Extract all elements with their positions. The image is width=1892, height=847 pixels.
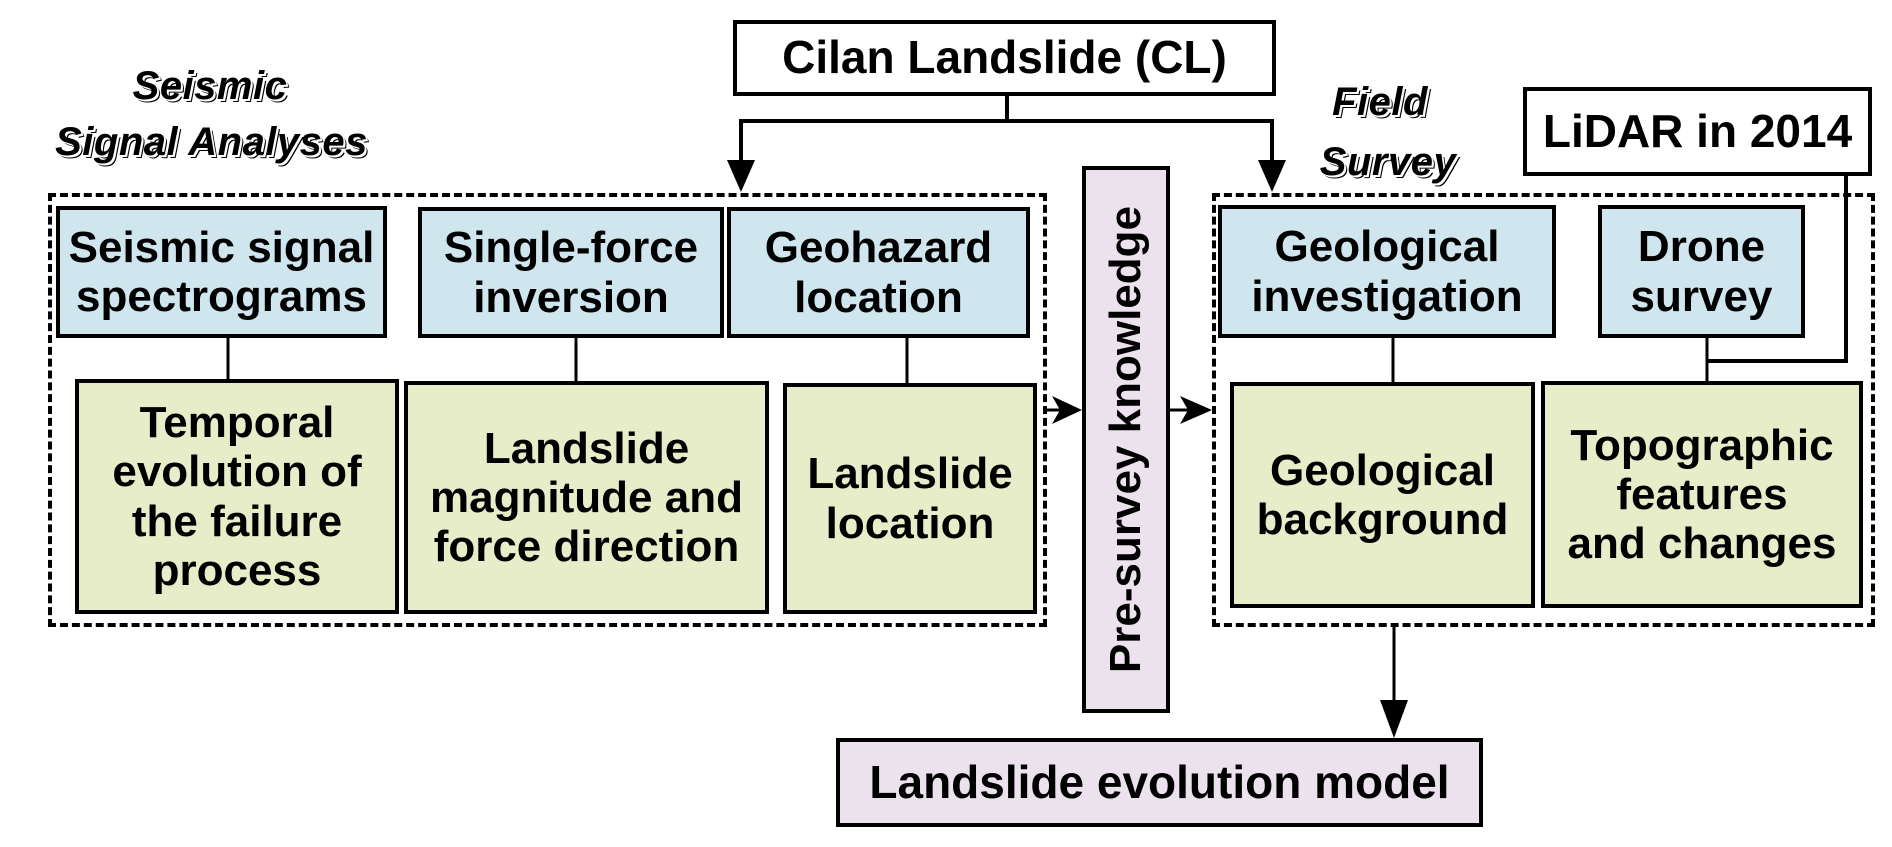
method-label: Drone survey [1630,222,1773,321]
pre-survey-knowledge-box: Pre-survey knowledge [1082,166,1170,713]
seismic-group-frame [48,193,1047,627]
result-label: Geological background [1256,445,1509,544]
cl-to-seismic-arrowhead [727,160,755,192]
result-box-geological-background: Geological background [1230,382,1535,608]
cl-to-field-arrowhead [1258,160,1286,192]
landslide-evolution-model-label: Landslide evolution model [869,755,1450,808]
result-label: Temporal evolution of the failure proces… [112,397,362,595]
landslide-evolution-model-box: Landslide evolution model [836,738,1483,827]
result-label: Topographic features and changes [1567,420,1837,569]
result-box-topographic-features: Topographic features and changes [1541,381,1863,608]
seismic-group-label-line1: Seismic [132,64,288,108]
result-box-landslide-location: Landslide location [783,383,1037,614]
cl-to-field-arrow [1007,119,1274,168]
knowledge-to-field-arrowhead [1180,396,1212,424]
pre-survey-knowledge-label: Pre-survey knowledge [1101,205,1151,674]
field-group-label-line2: Survey [1319,140,1457,184]
cilan-landslide-box: Cilan Landslide (CL) [733,20,1276,96]
result-box-magnitude-direction: Landslide magnitude and force direction [404,381,769,614]
method-box-geohazard: Geohazard location [727,207,1030,338]
method-box-inversion: Single-force inversion [418,207,724,338]
method-box-drone-survey: Drone survey [1598,205,1805,338]
method-box-spectrograms: Seismic signal spectrograms [56,206,387,338]
seismic-to-knowledge-arrowhead [1052,396,1082,424]
cilan-landslide-label: Cilan Landslide (CL) [782,31,1227,84]
method-label: Seismic signal spectrograms [68,222,375,321]
result-box-temporal-evolution: Temporal evolution of the failure proces… [75,379,399,614]
field-group-label-line1: Field [1332,80,1428,124]
lidar-box: LiDAR in 2014 [1523,87,1872,176]
method-box-geological-investigation: Geological investigation [1218,205,1556,338]
result-label: Landslide location [807,449,1013,548]
lidar-label: LiDAR in 2014 [1542,104,1853,157]
method-label: Geological investigation [1251,222,1523,321]
seismic-group-label-line2: Signal Analyses [55,120,368,164]
method-label: Geohazard location [764,223,993,322]
method-label: Single-force inversion [443,223,699,322]
result-label: Landslide magnitude and force direction [430,423,743,572]
field-to-model-arrowhead [1380,700,1408,738]
field-group-frame [1212,193,1875,627]
cl-to-seismic-arrow [739,119,1007,168]
